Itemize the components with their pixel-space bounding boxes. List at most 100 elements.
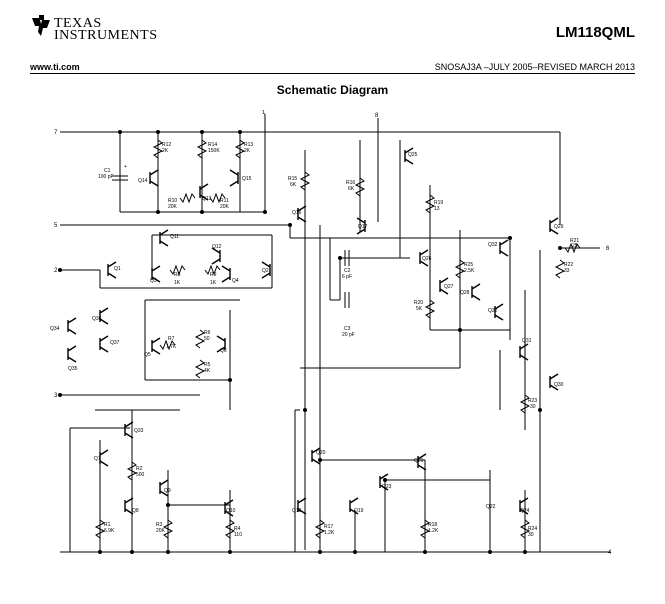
q34-label: Q34 — [50, 326, 60, 332]
transistor-q36 — [99, 307, 109, 325]
q6-label: Q6 — [220, 348, 227, 354]
transistor-q29 — [549, 217, 559, 235]
ti-logo-icon — [32, 15, 50, 36]
r1-value: 6.9K — [104, 528, 115, 534]
q30-label: Q30 — [554, 382, 564, 388]
q31-label: Q31 — [522, 338, 532, 344]
resistor-r6 — [194, 329, 206, 349]
r14-label: R14 — [208, 142, 217, 148]
resistor-r25 — [454, 259, 466, 279]
r4-value: 110 — [234, 532, 242, 538]
transistor-q9 — [159, 479, 169, 497]
q13-label: Q13 — [202, 196, 212, 202]
transistor-q22 — [494, 303, 504, 321]
transistors — [67, 147, 559, 517]
q23-label: Q23 — [382, 484, 392, 490]
transistor-q10 — [224, 499, 234, 517]
website-link[interactable]: www.ti.com — [30, 62, 80, 72]
resistor-r14 — [196, 139, 208, 159]
resistor-r19 — [424, 194, 436, 214]
resistor-r7 — [159, 339, 176, 351]
r21-label: R21 — [570, 238, 579, 244]
r9-label: R9 — [210, 272, 217, 278]
r17-value: 1.2K — [324, 530, 335, 536]
logo-wordmark: TEXAS INSTRUMENTS — [54, 16, 158, 43]
r24-value: 30 — [528, 532, 534, 538]
r1-label: R1 — [104, 522, 111, 528]
q37-label: Q37 — [110, 340, 120, 346]
c1-value: 100 pF — [98, 174, 114, 180]
q10-label: Q10 — [226, 508, 236, 514]
transistor-q15 — [229, 169, 239, 187]
transistor-q35 — [67, 345, 77, 363]
r25-value: 2.5K — [464, 268, 475, 274]
c2-value: 6 pF — [342, 274, 352, 280]
q3-label: Q3 — [150, 278, 157, 284]
r6-value: 50 — [204, 336, 210, 342]
resistor-r8 — [169, 264, 186, 276]
pin-2-label: 2 — [54, 268, 58, 274]
transistor-q7 — [99, 449, 109, 467]
q24-label: Q24 — [520, 508, 530, 514]
transistor-q30 — [549, 373, 559, 391]
r13-label: R13 — [244, 142, 253, 148]
q7-label: Q7 — [94, 456, 101, 462]
r23-label: R23 — [528, 398, 537, 404]
transistor-q37 — [99, 335, 109, 353]
transistor-q17 — [356, 217, 366, 235]
r22-label: R22 — [564, 262, 573, 268]
r22-value: 33 — [564, 268, 570, 274]
r23-value: 30 — [530, 404, 536, 410]
logo-line-2: INSTRUMENTS — [54, 28, 158, 43]
r3-label: R3 — [156, 522, 163, 528]
resistor-r22 — [554, 259, 566, 279]
c1-label: C1 — [104, 168, 111, 174]
q12-label: Q12 — [212, 244, 222, 250]
q9-label: Q9 — [164, 488, 171, 494]
transistor-q13 — [199, 183, 209, 201]
c3-value: 20 pF — [342, 332, 355, 338]
resistor-r21 — [564, 242, 581, 254]
resistor-r5 — [194, 359, 206, 379]
r7-label: R7 — [168, 336, 175, 342]
resistor-r2 — [126, 461, 138, 481]
r16-value: 6K — [348, 186, 355, 192]
resistor-r12 — [152, 139, 164, 159]
q14-label: Q14 — [138, 178, 148, 184]
r25-label: R25 — [464, 262, 473, 268]
q22-lower-label: Q22 — [486, 504, 496, 510]
r12-value: 2K — [162, 148, 169, 154]
company-logo: TEXAS INSTRUMENTS — [30, 14, 180, 48]
r14-value: 150K — [208, 148, 220, 154]
r8-label: R8 — [174, 272, 181, 278]
resistor-r10 — [179, 192, 196, 204]
q28-label: Q28 — [460, 290, 470, 296]
logo-line-1: TEXAS — [54, 16, 102, 31]
r15-label: R15 — [288, 176, 297, 182]
r6-label: R6 — [204, 330, 211, 336]
q5-label: Q5 — [144, 352, 151, 358]
resistor-r24 — [519, 519, 531, 539]
transistor-q4 — [221, 265, 231, 283]
q26-label: Q26 — [422, 256, 432, 262]
pin-3-label: 3 — [54, 393, 58, 399]
wires — [60, 114, 610, 553]
r19-label: R19 — [434, 200, 443, 206]
transistor-q3 — [151, 265, 161, 283]
q16-label: Q16 — [292, 210, 302, 216]
r11-value: 20K — [220, 204, 230, 210]
pin-4-label: 4 — [608, 550, 612, 556]
transistor-q20 — [311, 447, 321, 465]
q11-label: Q11 — [170, 234, 179, 240]
capacitor-c3 — [344, 292, 350, 308]
resistor-r11 — [209, 192, 226, 204]
r15-value: 6K — [290, 182, 297, 188]
transistor-q8 — [124, 497, 134, 515]
capacitors — [112, 170, 350, 308]
transistor-q24 — [519, 497, 529, 515]
document-id: SNOSAJ3A –JULY 2005–REVISED MARCH 2013 — [434, 62, 635, 72]
pin-8-label: 8 — [375, 113, 379, 119]
transistor-q1 — [107, 261, 117, 279]
r18-value: 1.2K — [428, 528, 439, 534]
r9-value: 1K — [210, 280, 217, 286]
